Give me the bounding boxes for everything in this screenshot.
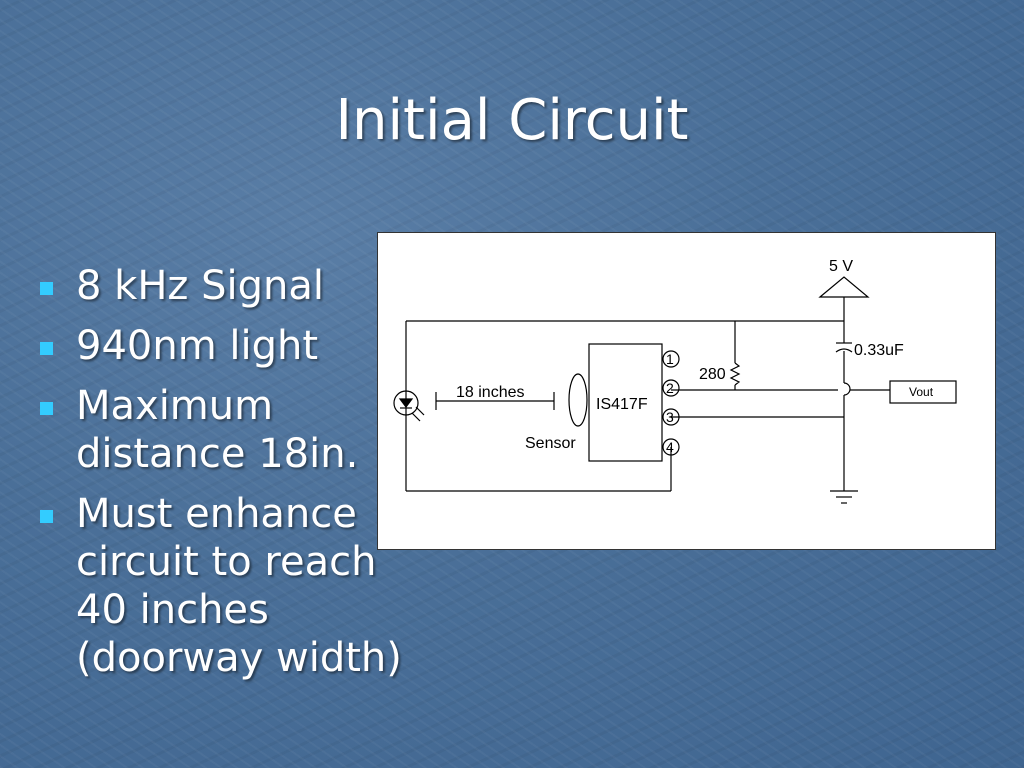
pin-circle [662,379,680,397]
led-ray-2 [411,412,421,422]
pin-label-2: 2 [666,380,674,396]
circuit-schematic: 5 V 0.33uF 280 Vout IS417F Sensor 18 inc… [393,258,957,504]
led-emitter-icon [393,390,419,416]
bullet-text: 8 kHz Signal [76,263,324,309]
pin-circle [662,438,680,456]
bullet-square-icon [40,342,53,355]
circuit-diagram: 5 V 0.33uF 280 Vout IS417F Sensor 18 inc… [377,232,996,550]
resistor-label: 280 [699,366,726,383]
supply-label: 5 V [829,258,853,275]
wire-crossover-hop [843,382,851,396]
bullet-text: Maximum distance 18in. [76,383,359,477]
bullet-item: 940nm light [36,322,416,370]
pin-circle [662,408,680,426]
pin-label-4: 4 [666,439,674,455]
pin-circle [662,350,680,368]
pin-label-3: 3 [666,409,674,425]
sensor-lens-icon [568,373,588,427]
bullet-square-icon [40,402,53,415]
pin-label-1: 1 [666,351,674,367]
bullet-item: Must enhance circuit to reach 40 inches … [36,490,416,682]
chip-body [588,343,663,462]
bullet-list: 8 kHz Signal 940nm light Maximum distanc… [36,262,416,694]
bullet-square-icon [40,282,53,295]
bullet-square-icon [40,510,53,523]
bullet-item: Maximum distance 18in. [36,382,416,478]
slide-title: Initial Circuit [335,88,689,153]
sensor-label: Sensor [525,435,576,452]
chip-label: IS417F [596,396,648,413]
distance-label: 18 inches [456,384,525,401]
led-ray-1 [415,406,425,416]
resistor-zigzag-icon [729,362,741,386]
vout-box [889,380,957,404]
capacitor-label: 0.33uF [854,342,904,359]
vout-label: Vout [909,385,934,399]
bullet-text: 940nm light [76,323,319,369]
bullet-text: Must enhance circuit to reach 40 inches … [76,491,402,681]
led-diode-triangle [398,398,414,408]
capacitor-curved-plate [835,348,853,353]
bullet-item: 8 kHz Signal [36,262,416,310]
supply-triangle-icon [818,276,870,298]
